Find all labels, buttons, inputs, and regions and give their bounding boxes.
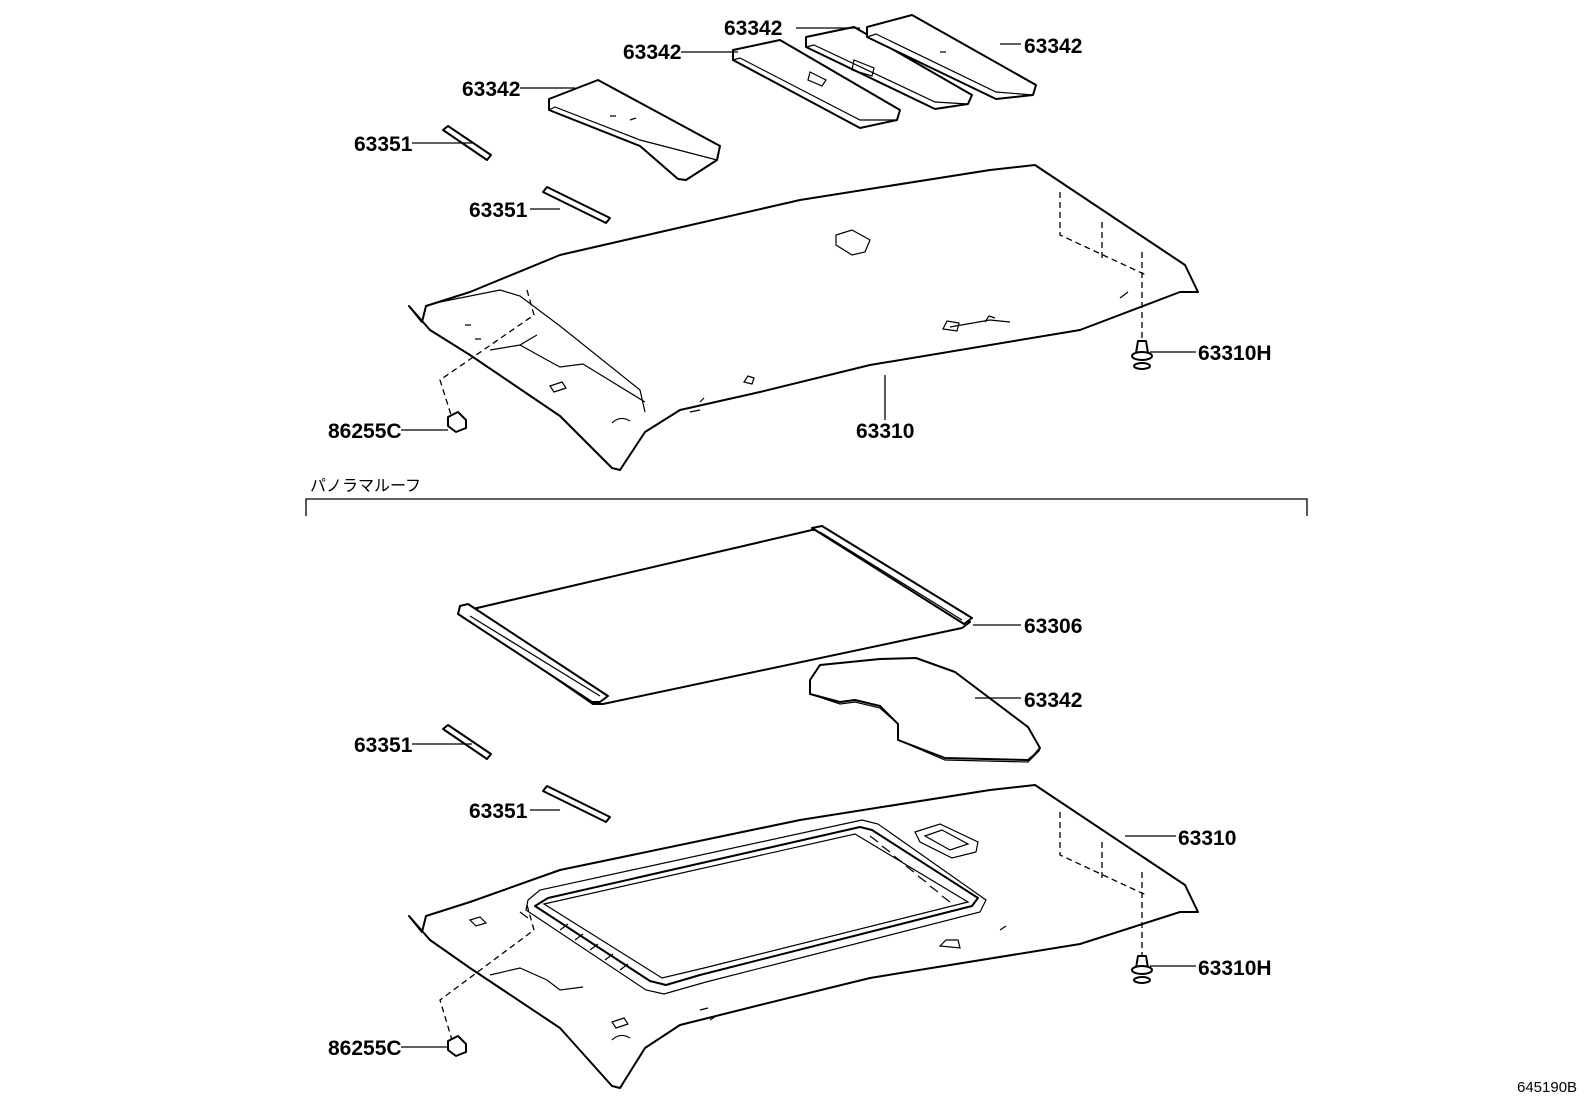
diagram-reference-code: 645190B: [1517, 1079, 1577, 1096]
bottom-callout-63351-a: 63351: [354, 734, 413, 757]
top-callout-63351-a: 63351: [354, 133, 413, 156]
bottom-assembly: 63306 63342 63351 63351 63310 63310H 862…: [328, 525, 1272, 1089]
top-insulator-pad-d: [866, 14, 1037, 100]
top-front-clip-86255c: [447, 411, 467, 433]
bottom-callout-63310: 63310: [1178, 827, 1236, 850]
top-callout-63310: 63310: [856, 420, 914, 443]
top-callout-63342-d: 63342: [462, 78, 520, 101]
bottom-callout-63306: 63306: [1024, 615, 1082, 638]
bottom-insulator-pad-63342: [809, 657, 1041, 763]
bottom-callout-63351-b: 63351: [469, 800, 528, 823]
bottom-headliner-panel: [408, 784, 1199, 1089]
top-assembly: 63342 63342 63342 63342 63351 63351 8625…: [328, 14, 1272, 471]
top-rear-clip-63310h: [1131, 340, 1153, 370]
top-callout-63342-a: 63342: [724, 17, 782, 40]
bottom-callout-86255c: 86255C: [328, 1037, 402, 1060]
top-callout-86255c: 86255C: [328, 420, 402, 443]
top-callout-63310h: 63310H: [1198, 342, 1272, 365]
panorama-roof-section: パノラマルーフ: [305, 478, 1308, 516]
bottom-sunshade-63306: [457, 525, 973, 705]
top-insulator-pad-front: [548, 79, 721, 181]
top-callout-63351-b: 63351: [469, 199, 528, 222]
bottom-callout-63310h: 63310H: [1198, 957, 1272, 980]
bottom-callout-63342: 63342: [1024, 689, 1082, 712]
top-callout-63342-c: 63342: [1024, 35, 1082, 58]
panorama-roof-label: パノラマルーフ: [310, 478, 421, 495]
bottom-rear-clip-63310h: [1131, 955, 1153, 984]
bottom-clip-strip-a: [442, 724, 492, 760]
top-insulator-pad-c: [805, 26, 973, 110]
top-insulator-pad-b: [732, 39, 901, 129]
top-clip-strip-b: [542, 186, 611, 224]
bottom-clip-strip-b: [542, 785, 611, 823]
top-headliner-panel: [408, 164, 1199, 471]
bottom-front-clip-86255c: [447, 1035, 467, 1057]
top-callout-63342-b: 63342: [623, 41, 681, 64]
